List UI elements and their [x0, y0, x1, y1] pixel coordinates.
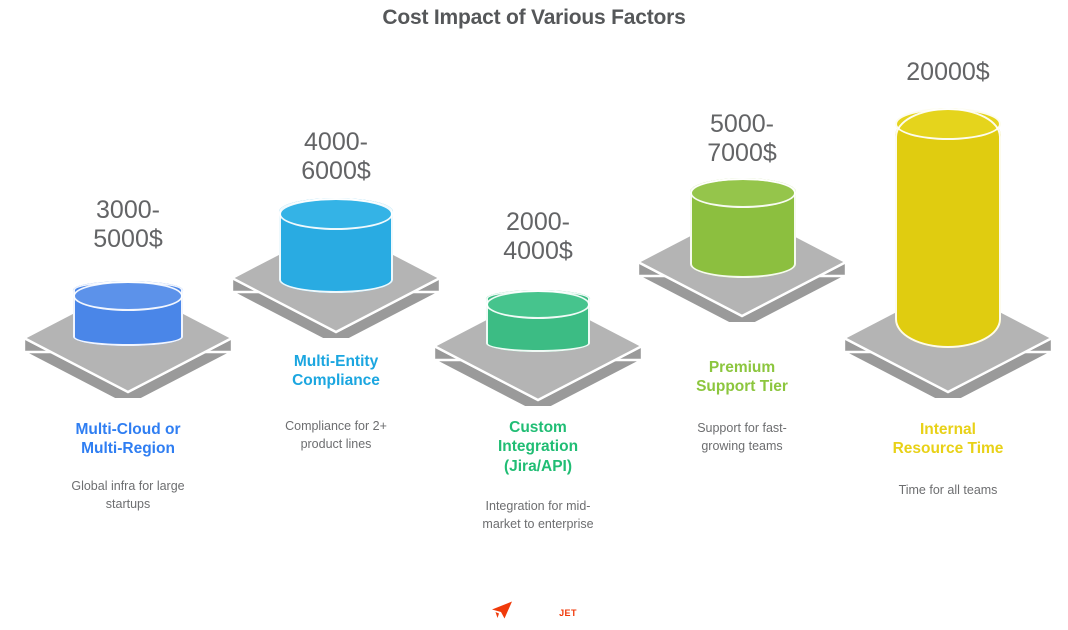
paper-plane-icon — [491, 601, 513, 624]
item-label: Internal Resource Time — [892, 421, 1004, 458]
brand-name: JET — [559, 607, 577, 618]
item-description: Global infra for large startups — [71, 479, 185, 511]
value-label: 20000$ — [906, 58, 990, 86]
item-description: Compliance for 2+ product lines — [285, 419, 387, 451]
item-label: Multi-Cloud or Multi-Region — [75, 421, 181, 458]
item-description: Support for fast- growing teams — [697, 421, 787, 453]
item-description: Time for all teams — [898, 483, 998, 497]
item-label: Custom Integration (Jira/API) — [497, 419, 579, 475]
footer-branding: JET — [0, 601, 1068, 624]
cylinder-bar — [73, 281, 183, 346]
item-label: Premium Support Tier — [696, 359, 788, 396]
cylinder-bar — [486, 290, 590, 352]
cylinder-bar — [279, 198, 393, 293]
cylinder-bar — [690, 178, 796, 278]
value-label: 2000- 4000$ — [503, 208, 573, 265]
value-label: 5000- 7000$ — [707, 110, 777, 167]
value-label: 4000- 6000$ — [301, 128, 371, 185]
value-label: 3000- 5000$ — [93, 196, 163, 253]
cylinder-bar — [895, 108, 1001, 348]
item-label: Multi-Entity Compliance — [292, 353, 380, 390]
item-description: Integration for mid- market to enterpris… — [482, 499, 594, 531]
page-title: Cost Impact of Various Factors — [382, 6, 686, 29]
